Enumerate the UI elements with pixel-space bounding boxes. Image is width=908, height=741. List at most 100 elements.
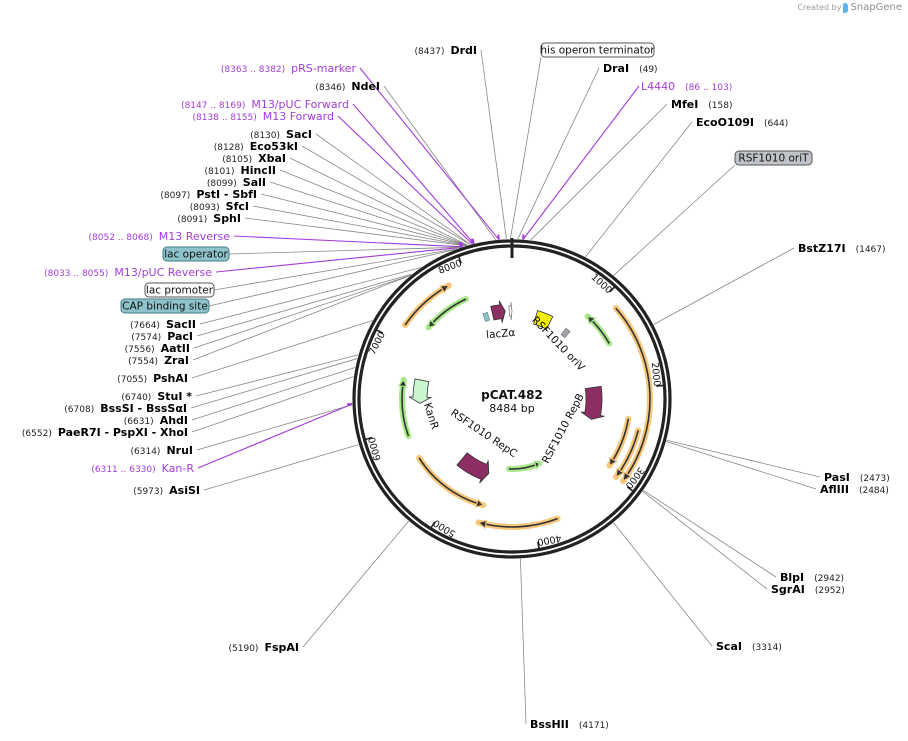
- restriction-site-sacii[interactable]: SacII (7664): [130, 318, 196, 331]
- site-name: SgrAI: [771, 583, 805, 596]
- site-name: PasI: [824, 471, 850, 484]
- inner-feature-label: KanR: [421, 401, 441, 430]
- leader-line: [585, 121, 693, 258]
- primer-prs-marker[interactable]: pRS-marker(8363 .. 8382): [221, 62, 357, 75]
- site-name: EcoO109I: [696, 116, 754, 129]
- leader-line: [191, 376, 354, 433]
- restriction-site-sfci[interactable]: SfcI(8093): [190, 200, 249, 213]
- arc-arrowhead-icon: [477, 519, 488, 530]
- restriction-site-saci[interactable]: SacI(8130): [250, 128, 312, 141]
- leader-line: [289, 157, 468, 246]
- feature-lacz-[interactable]: [490, 300, 506, 323]
- restriction-site-blpi[interactable]: BlpI(2942): [780, 571, 844, 584]
- site-name: SfcI: [226, 200, 249, 213]
- restriction-site-scai[interactable]: ScaI(3314): [716, 640, 782, 653]
- orange-arc-halo: [402, 282, 452, 329]
- primer-m13-puc-forward[interactable]: M13/pUC Forward (8147 .. 8169): [181, 98, 349, 111]
- tick-mark: [376, 329, 384, 334]
- restriction-site-sali[interactable]: SalI(8099): [207, 176, 266, 189]
- feature-rsf1010-repc[interactable]: [456, 452, 490, 484]
- snapgene-logo-icon: [843, 2, 849, 13]
- restriction-site-fspai[interactable]: FspAI(5190): [229, 641, 299, 654]
- restriction-site-drdi[interactable]: DrdI(8437): [415, 44, 477, 57]
- site-name: SalI: [243, 176, 266, 189]
- leader-line: [193, 274, 411, 349]
- feature-box-lac-operator[interactable]: lac operator: [162, 246, 230, 262]
- leader-line: [228, 246, 462, 255]
- restriction-site-hincii[interactable]: HincII(8101): [205, 164, 276, 177]
- tick-mark: [365, 436, 373, 441]
- restriction-site-paer7i[interactable]: PaeR7I - PspXI - XhoI(6552): [22, 426, 188, 439]
- feature-rsf1010-oriv[interactable]: [533, 310, 554, 330]
- restriction-site-bstz17i[interactable]: BstZ17I(1467): [798, 242, 886, 255]
- restriction-site-ndei[interactable]: NdeI(8346): [315, 80, 380, 93]
- site-position: (3314): [752, 643, 782, 653]
- feature-rsf1010-repb[interactable]: [580, 385, 605, 420]
- restriction-site-ahdi[interactable]: AhdI(6631): [124, 414, 188, 427]
- feature-box-his-operon-terminator[interactable]: his operon terminator: [540, 42, 655, 58]
- leader-line: [520, 558, 527, 725]
- restriction-site-mfei[interactable]: MfeI(158): [671, 98, 733, 111]
- restriction-site-bsssi[interactable]: BssSI - BssSαI(6708): [64, 402, 187, 415]
- plasmid-length: 8484 bp: [489, 402, 534, 415]
- site-name: PacI: [167, 330, 193, 343]
- arc-arrowhead-icon: [615, 467, 625, 479]
- feature-box-label: lac promoter: [146, 285, 214, 297]
- site-position: (7664): [130, 321, 160, 331]
- primer-m13-forward[interactable]: M13 Forward(8138 .. 8155): [192, 110, 334, 123]
- restriction-site-bsshii[interactable]: BssHII(4171): [530, 718, 609, 731]
- site-name: BstZ17I: [798, 242, 846, 255]
- site-name: SacII: [166, 318, 196, 331]
- primer-kan-r[interactable]: Kan-R(6311 .. 6330): [91, 462, 194, 475]
- arc-arrowhead-icon: [586, 315, 597, 325]
- feature-box-lac-promoter[interactable]: lac promoter: [144, 282, 215, 298]
- restriction-site-ecoo109i[interactable]: EcoO109I (644): [696, 116, 788, 129]
- restriction-site-aatii[interactable]: AatII(7556): [125, 342, 190, 355]
- site-position: (644): [764, 119, 788, 129]
- leader-line: [666, 441, 817, 490]
- orit-marker: [560, 327, 571, 339]
- restriction-site-sgrai[interactable]: SgrAI(2952): [771, 583, 845, 596]
- leader-line: [613, 164, 736, 276]
- restriction-site-pasi[interactable]: PasI(2473): [824, 471, 890, 484]
- leader-line: [260, 193, 467, 246]
- site-position: (6740): [121, 393, 151, 403]
- site-position: (49): [639, 65, 657, 75]
- restriction-site-zrai[interactable]: ZraI(7554): [128, 354, 189, 367]
- primer-position: (8147 .. 8169): [181, 101, 245, 111]
- feature-box-rsf1010-orit[interactable]: RSF1010 oriT: [734, 150, 813, 166]
- feature-box-label: his operon terminator: [540, 45, 655, 57]
- site-position: (5973): [133, 487, 163, 497]
- site-position: (8346): [315, 83, 345, 93]
- primer-name: M13/pUC Reverse: [114, 266, 212, 279]
- primer-m13-reverse[interactable]: M13 Reverse(8052 .. 8068): [89, 230, 231, 243]
- primer-name: M13/pUC Forward: [251, 98, 349, 111]
- watermark-brand: SnapGene: [850, 2, 902, 13]
- primer-m13-puc-reverse[interactable]: M13/pUC Reverse (8033 .. 8055): [44, 266, 212, 279]
- restriction-site-asisi[interactable]: AsiSI (5973): [133, 484, 200, 497]
- restriction-site-pshai[interactable]: PshAI(7055): [117, 372, 188, 385]
- restriction-site-afliii[interactable]: AflIII(2484): [820, 483, 889, 496]
- restriction-site-drai[interactable]: DraI(49): [603, 62, 658, 75]
- leader-line: [530, 103, 668, 241]
- restriction-site-paci[interactable]: PacI(7574): [131, 330, 193, 343]
- primer-position: (8033 .. 8055): [44, 269, 108, 279]
- restriction-site-psti[interactable]: PstI - SbfI(8097): [160, 188, 257, 201]
- restriction-site-eco53ki[interactable]: Eco53kI(8128): [214, 140, 298, 153]
- leader-line: [301, 145, 471, 245]
- leader-line: [352, 103, 475, 245]
- feature-box-cap-binding-site[interactable]: CAP binding site: [120, 298, 210, 314]
- restriction-site-sphi[interactable]: SphI(8091): [177, 212, 241, 225]
- restriction-site-nrui[interactable]: NruI(6314): [131, 444, 194, 457]
- feature-kanr[interactable]: [408, 378, 433, 404]
- arc-arrowhead-icon: [533, 460, 541, 471]
- arc-arrowhead-icon: [427, 318, 437, 329]
- primer-l4440[interactable]: L4440(86 .. 103): [641, 80, 732, 93]
- leader-line: [613, 522, 713, 647]
- feature-box-label: CAP binding site: [122, 301, 208, 313]
- site-name: AsiSI: [169, 484, 200, 497]
- leader-line: [643, 490, 777, 578]
- restriction-site-stui[interactable]: StuI *(6740): [121, 390, 192, 403]
- restriction-site-xbai[interactable]: XbaI(8105): [222, 152, 286, 165]
- leader-line: [522, 85, 640, 240]
